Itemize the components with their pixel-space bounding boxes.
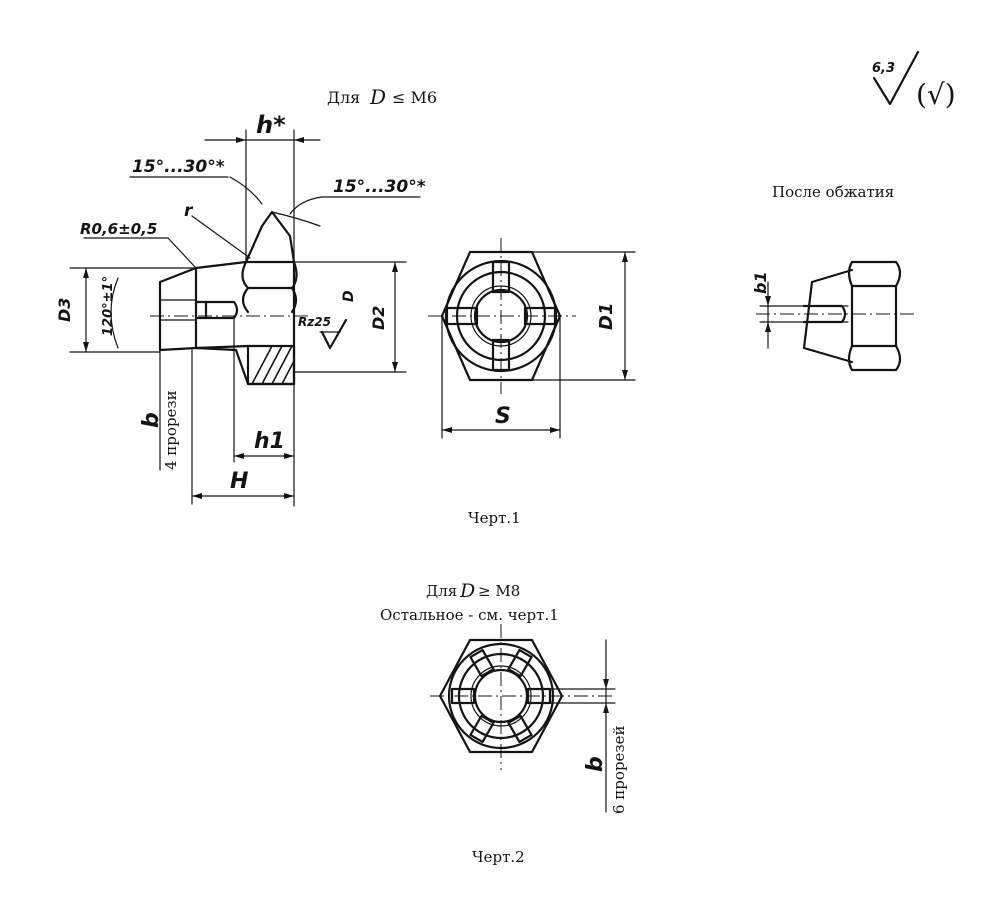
nut-side-view [150, 210, 310, 386]
nut-front-view-6-slots: b 6 прорезей [430, 624, 628, 814]
label-b1: b1 [751, 271, 770, 294]
drawing1-header-cond: ≤ M6 [392, 88, 437, 107]
label-d1: D1 [596, 303, 617, 330]
rz-label: Rz25 [298, 315, 331, 329]
caption-drawing1: Черт.1 [468, 509, 521, 527]
caption-drawing2: Черт.2 [472, 848, 525, 866]
dim-h-star: h* [256, 111, 286, 139]
section-hatch [251, 345, 295, 385]
drawing1-header: Для D ≤ M6 [327, 85, 437, 109]
nut-front-view-4-slots: D1 S [428, 238, 636, 439]
drawing2-header-var: D [459, 580, 475, 602]
label-slot-b-2: b [583, 756, 608, 772]
label-d2: D2 [369, 306, 388, 330]
label-d: D [341, 290, 357, 302]
roughness-check-small-icon [320, 318, 348, 350]
after-crimp-label: После обжатия [772, 183, 894, 201]
drawing2-rest-note: Остальное - см. черт.1 [380, 606, 559, 624]
roughness-bracket: (√) [916, 78, 956, 111]
dimensions-side: h* 15°...30°* 15°...30°* r R0,6±0,5 D3 1… [55, 111, 426, 507]
radius-r: r [184, 201, 194, 221]
drawing2-header-cond: ≥ M8 [478, 582, 520, 600]
label-S: S [495, 404, 511, 429]
roughness-check-icon [872, 50, 920, 106]
radius-note: R0,6±0,5 [80, 220, 157, 238]
slots-note-4: 4 прорези [162, 390, 180, 470]
roughness-mark: 6,3 (√) [872, 50, 956, 111]
slots-6 [450, 648, 552, 744]
drawing2-header: Для D ≥ M8 Остальное - см. черт.1 [380, 580, 559, 624]
label-H: H [230, 469, 248, 494]
label-slot-b: b [139, 412, 164, 428]
nut-after-crimp-view: После обжатия b1 [751, 183, 916, 372]
roughness-value: 6,3 [872, 61, 895, 76]
angle-top-left: 15°...30°* [132, 157, 225, 177]
angle-top-right: 15°...30°* [333, 177, 426, 197]
drawing1-header-var: D [369, 85, 386, 109]
drawing1-header-prefix: Для [327, 88, 360, 107]
angle-120: 120°±1° [101, 276, 116, 336]
slots-note-6: 6 прорезей [610, 726, 628, 814]
label-d3: D3 [55, 298, 74, 322]
drawing2-header-prefix: Для [426, 582, 457, 600]
label-h1: h1 [254, 429, 285, 454]
